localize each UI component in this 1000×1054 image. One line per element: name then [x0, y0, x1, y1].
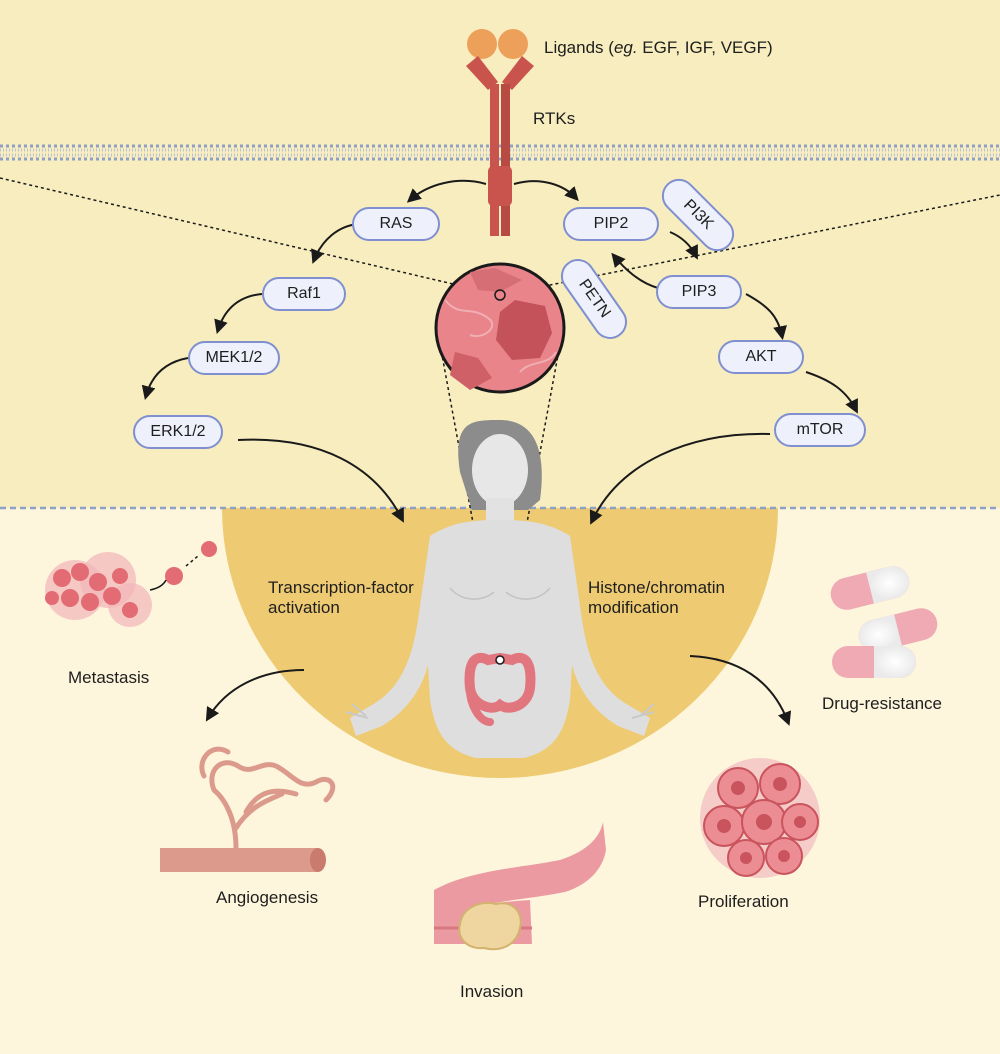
proliferation-label: Proliferation — [698, 892, 789, 911]
node-raf1: Raf1 — [262, 277, 346, 311]
angiogenesis-label: Angiogenesis — [216, 888, 319, 907]
metastasis-label: Metastasis — [68, 668, 150, 687]
zoom-lines — [0, 177, 1000, 659]
node-mek: MEK1/2 — [188, 341, 280, 375]
invasion-label: Invasion — [460, 982, 524, 1001]
rtks-label: RTKs — [533, 109, 576, 128]
metastasis-icon — [45, 541, 217, 627]
angiogenesis-icon — [160, 746, 336, 872]
colon-icon — [464, 652, 536, 726]
drug-resistance-label: Drug-resistance — [822, 694, 942, 713]
receptor-icon — [466, 29, 534, 236]
node-mtor: mTOR — [774, 413, 866, 447]
proliferation-icon — [700, 758, 820, 878]
node-erk: ERK1/2 — [133, 415, 223, 449]
invasion-icon — [434, 822, 606, 951]
node-pip3: PIP3 — [656, 275, 742, 309]
node-ras: RAS — [352, 207, 440, 241]
ligand-icon — [467, 29, 497, 59]
node-pip2: PIP2 — [563, 207, 659, 241]
woman-figure-icon — [345, 420, 655, 758]
cell-membrane — [0, 144, 1000, 161]
node-akt: AKT — [718, 340, 804, 374]
drug-pills-icon — [830, 566, 938, 678]
ligands-label: Ligands (eg. EGF, IGF, VEGF) — [544, 38, 773, 57]
tissue-magnification-icon — [434, 262, 566, 394]
pathway-arrows — [141, 179, 858, 726]
